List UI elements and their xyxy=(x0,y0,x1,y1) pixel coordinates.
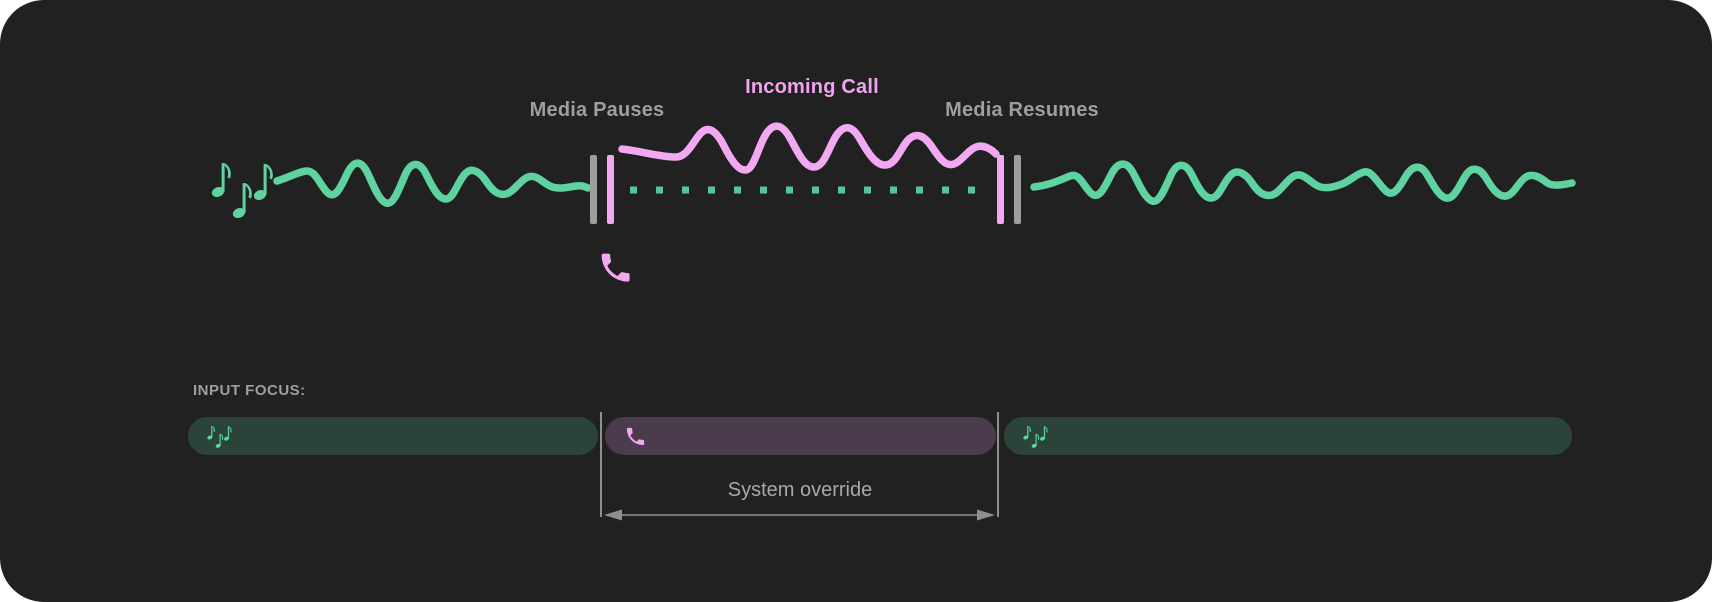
media-wave-before xyxy=(273,159,592,207)
phone-icon xyxy=(626,427,645,445)
waveform-timeline xyxy=(210,122,1576,282)
media-wave-after xyxy=(1030,160,1576,205)
media-resumes-label: Media Resumes xyxy=(945,99,1099,121)
focus-segment-media-before xyxy=(188,417,598,455)
focus-segment-media-after xyxy=(1004,417,1572,455)
input-focus-heading: INPUT FOCUS: xyxy=(193,382,306,399)
focus-segment-call xyxy=(605,417,996,455)
call-wave xyxy=(618,122,1000,174)
override-start-line xyxy=(600,412,602,517)
media-pauses-label: Media Pauses xyxy=(529,99,665,121)
incoming-call-label: Incoming Call xyxy=(745,76,879,98)
media-resume-marker xyxy=(1014,155,1021,224)
call-start-marker xyxy=(607,155,614,224)
media-pause-marker xyxy=(590,155,597,224)
music-notes-icon xyxy=(207,425,232,448)
system-override-label: System override xyxy=(727,479,873,501)
music-notes-icon xyxy=(210,163,273,220)
system-override-span-arrow xyxy=(604,509,995,521)
call-end-marker xyxy=(997,155,1004,224)
music-notes-icon xyxy=(1023,425,1048,448)
phone-icon xyxy=(601,253,630,282)
override-end-line xyxy=(997,412,999,517)
